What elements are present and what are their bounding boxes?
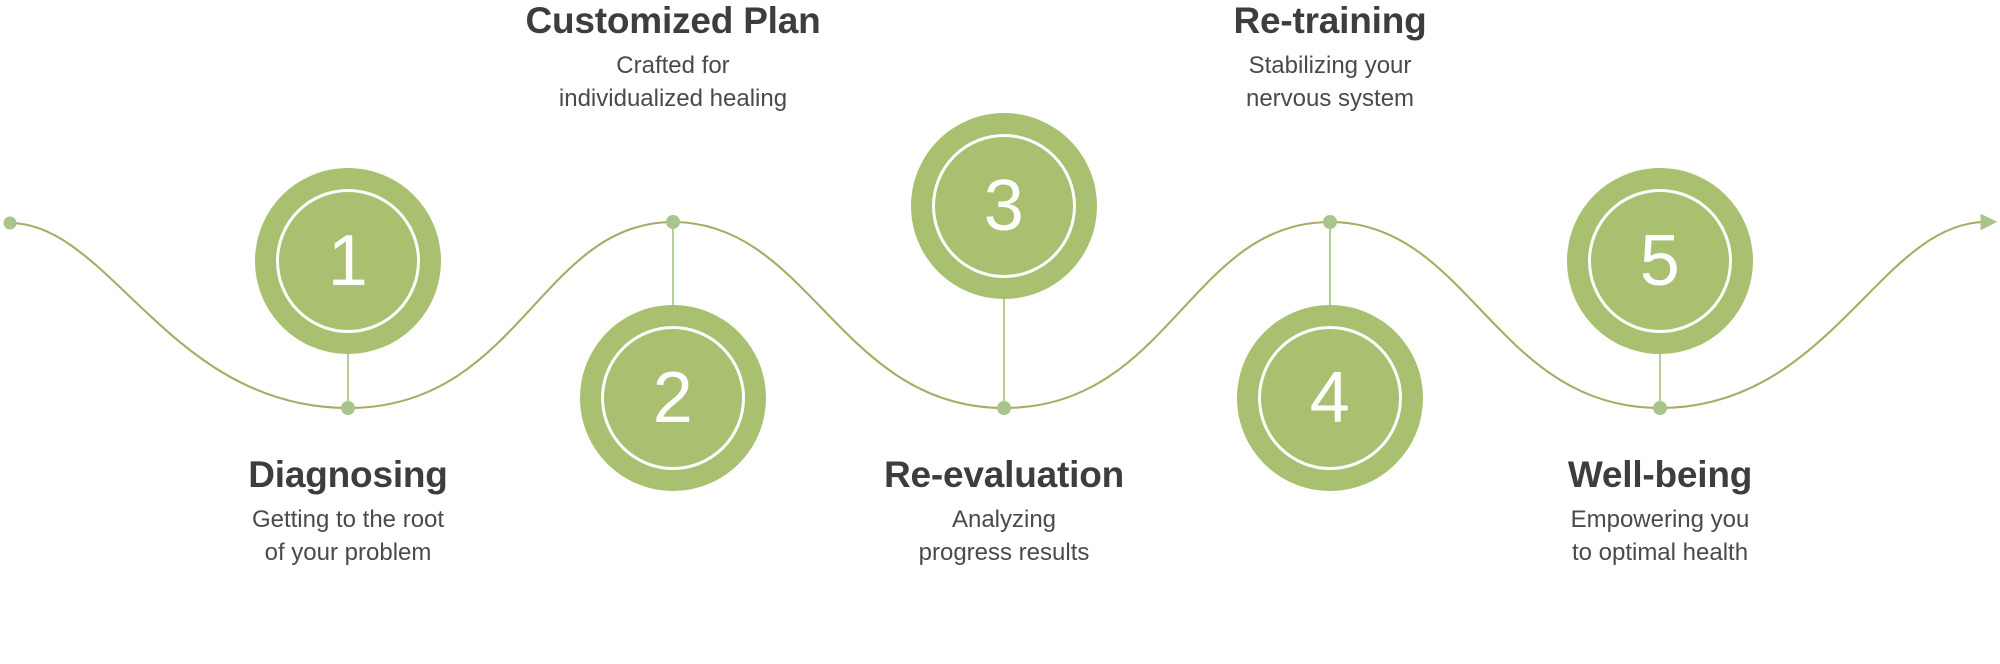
step-label-1: Diagnosing Getting to the root of your p… [138,454,558,569]
node-dot-step-3 [997,401,1011,415]
step-title-3: Re-evaluation [883,454,1124,495]
step-desc-line-5b: to optimal health [1571,538,1749,566]
step-title-5: Well-being [1567,454,1753,495]
wave-start-dot [3,216,17,230]
step-desc-line-1a: Getting to the root [251,506,445,534]
step-title-2: Customized Plan [525,0,821,41]
step-desc-3: Analyzing progress results [794,495,1214,568]
node-dot-step-5 [1653,401,1667,415]
step-circle-1[interactable]: 1 [255,168,441,354]
step-desc-line-3b: progress results [918,538,1090,566]
step-desc-line-5a: Empowering you [1570,506,1750,534]
step-circle-4[interactable]: 4 [1237,305,1423,491]
node-dot-step-1 [341,401,355,415]
step-title-4: Re-training [1233,0,1427,41]
step-ring-5 [1588,189,1732,333]
step-circle-3[interactable]: 3 [911,113,1097,299]
node-dot-step-2 [666,215,680,229]
step-label-4: Re-training Stabilizing your nervous sys… [1120,0,1540,115]
step-label-2: Customized Plan Crafted for individualiz… [463,0,883,115]
step-circle-5[interactable]: 5 [1567,168,1753,354]
step-number-5: 5 [1639,221,1681,301]
step-desc-line-4b: nervous system [1245,84,1415,112]
step-number-1: 1 [327,221,369,301]
step-desc-2: Crafted for individualized healing [463,41,883,114]
step-ring-1 [276,189,420,333]
step-desc-line-1b: of your problem [264,538,432,566]
step-number-4: 4 [1309,358,1351,438]
step-title-1: Diagnosing [248,454,448,495]
step-desc-4: Stabilizing your nervous system [1120,41,1540,114]
step-ring-2 [601,326,745,470]
step-circle-2[interactable]: 2 [580,305,766,491]
step-desc-1: Getting to the root of your problem [138,495,558,568]
step-number-3: 3 [983,166,1025,246]
step-desc-5: Empowering you to optimal health [1450,495,1870,568]
step-desc-line-2b: individualized healing [558,84,788,112]
step-desc-line-4a: Stabilizing your [1248,52,1412,80]
step-ring-3 [932,134,1076,278]
step-label-3: Re-evaluation Analyzing progress results [794,454,1214,569]
step-label-5: Well-being Empowering you to optimal hea… [1450,454,1870,569]
step-ring-4 [1258,326,1402,470]
step-desc-line-2a: Crafted for [616,52,730,80]
step-number-2: 2 [652,358,694,438]
node-dot-step-4 [1323,215,1337,229]
step-desc-line-3a: Analyzing [951,506,1057,534]
